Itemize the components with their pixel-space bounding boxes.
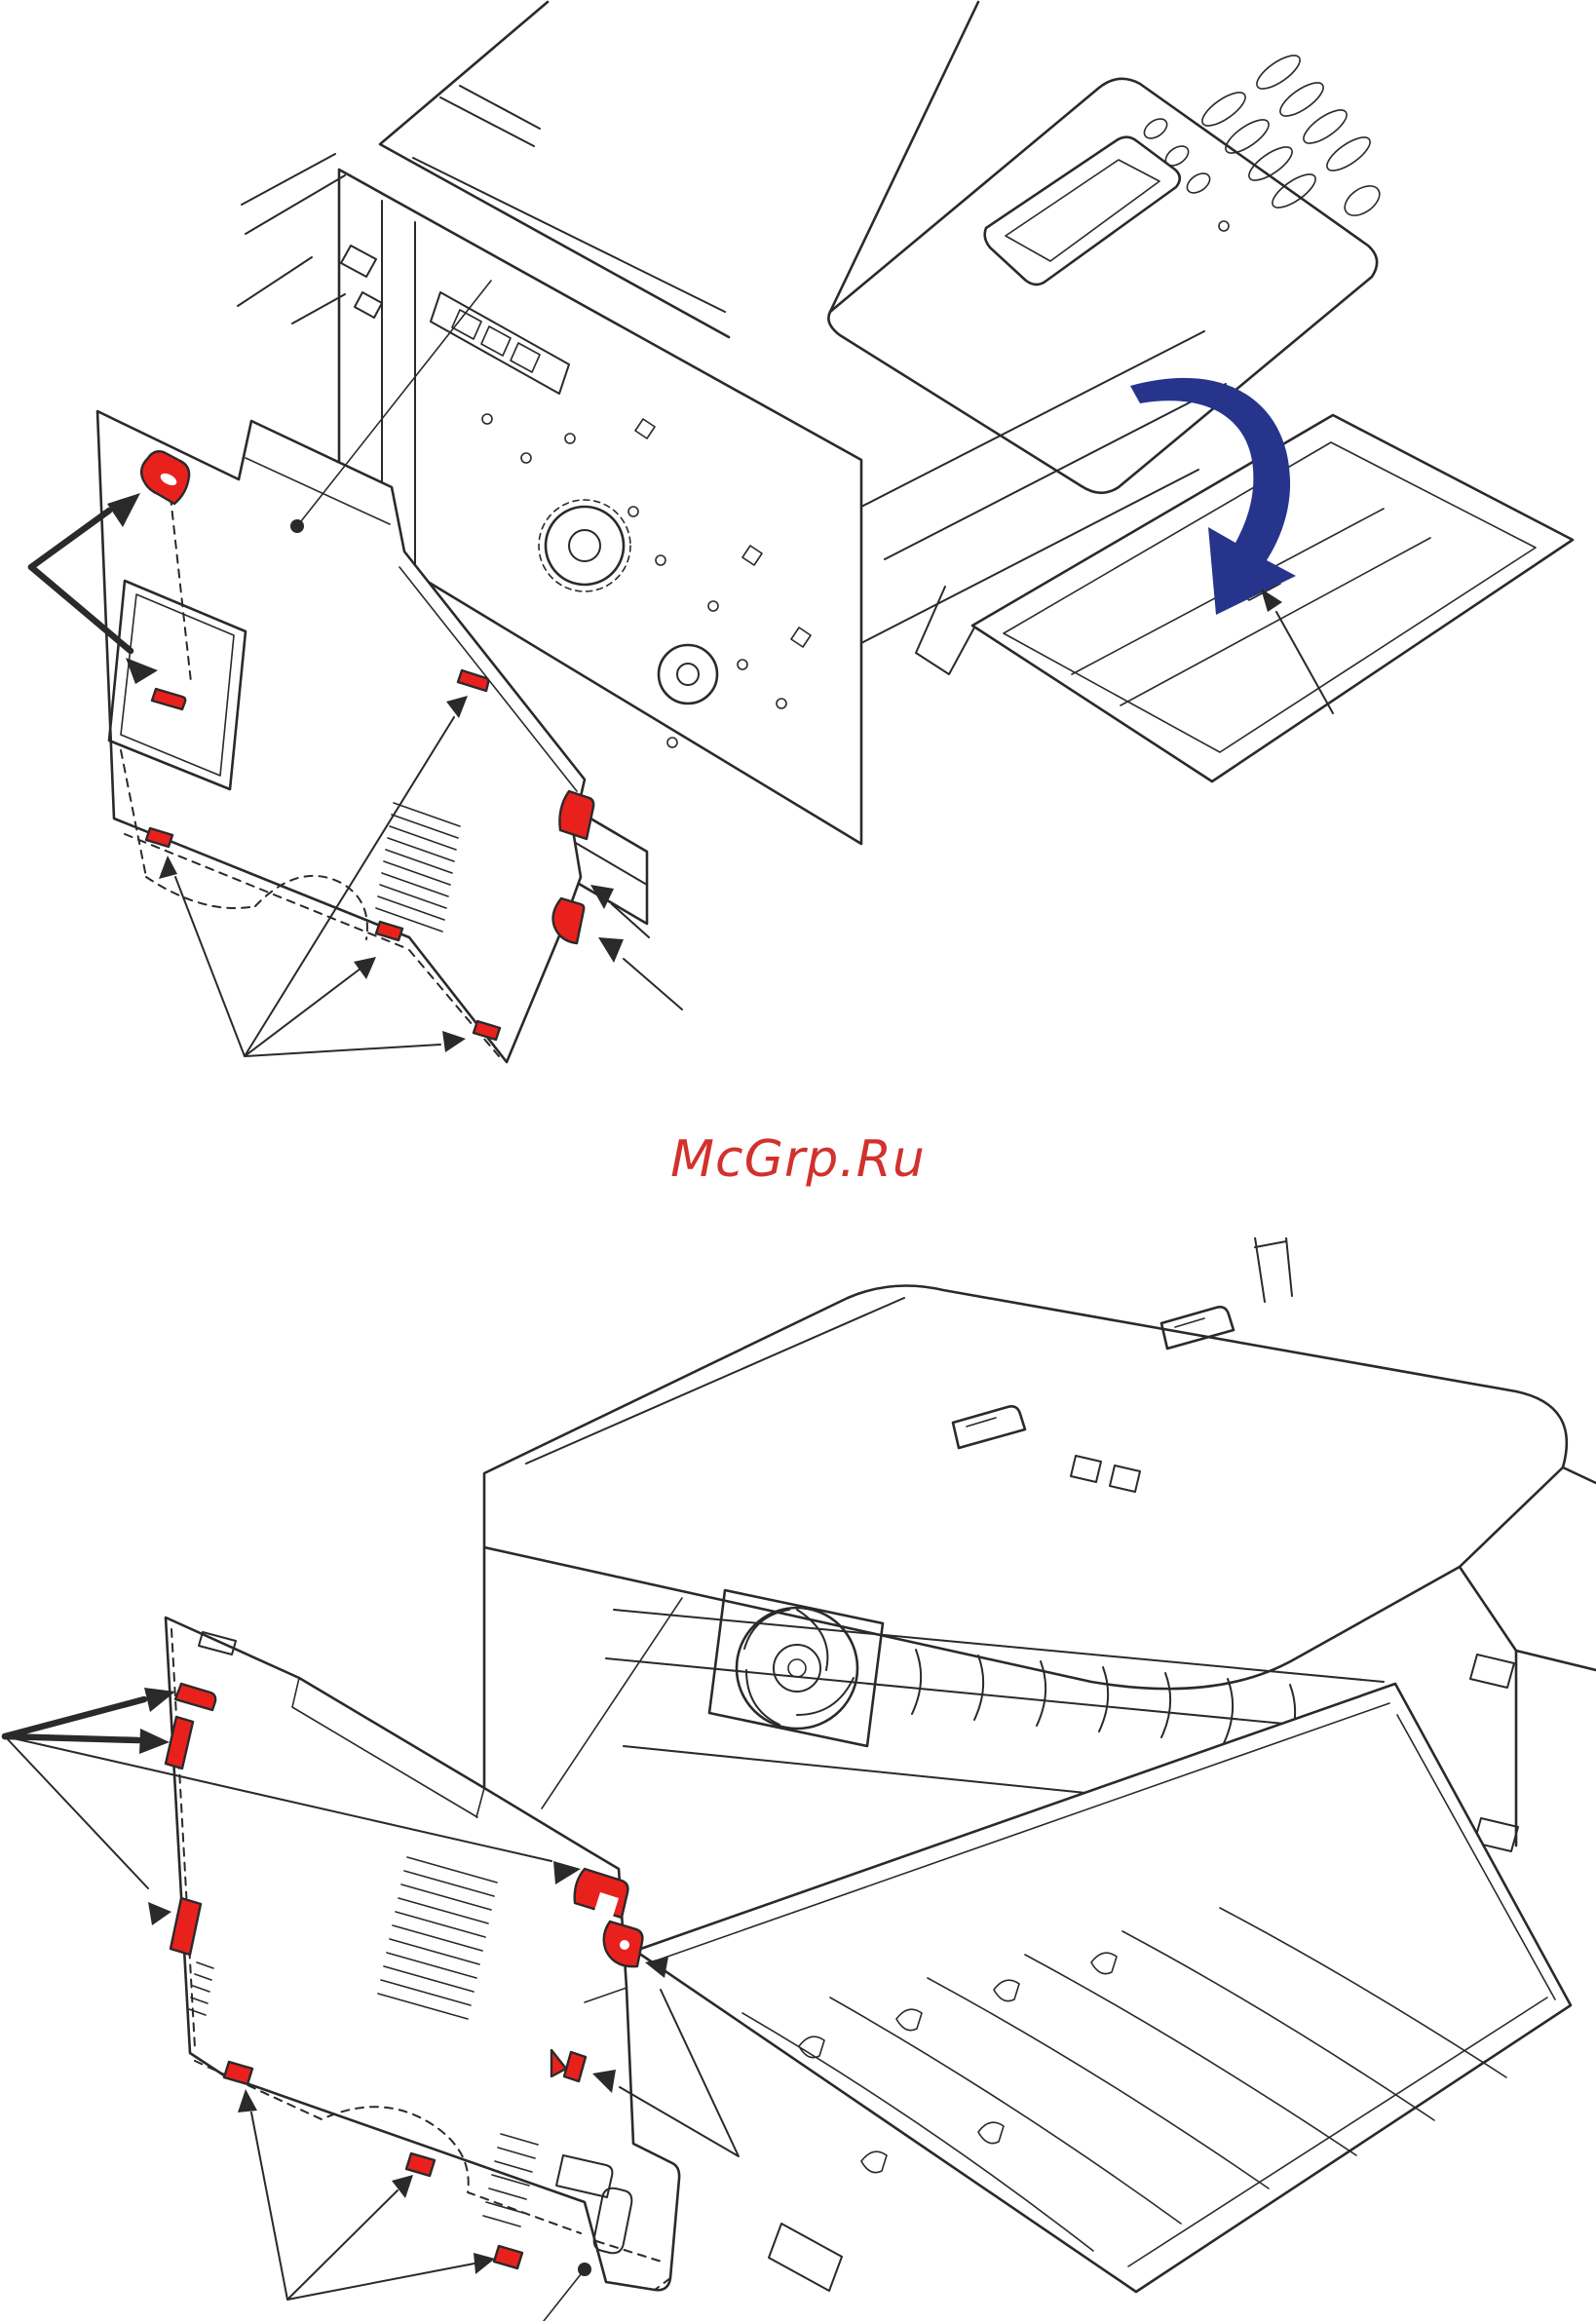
hook-highlight	[140, 450, 191, 506]
touchscreen	[983, 135, 1182, 286]
hook-highlight	[222, 2060, 254, 2086]
memory-dimm	[430, 291, 570, 395]
keypad	[1143, 55, 1381, 232]
watermark-text: McGrp.Ru	[670, 1130, 926, 1189]
gears	[538, 499, 719, 705]
cover-window	[107, 579, 247, 791]
hook-highlight	[164, 1715, 195, 1770]
hook-highlights-rear	[164, 1682, 644, 2270]
control-panel	[827, 55, 1381, 495]
hook-highlight	[173, 1682, 217, 1712]
hook-highlight	[550, 2048, 588, 2083]
rear-side-cover	[164, 1597, 683, 2321]
callout-arrows-front	[27, 493, 1334, 1057]
hook-highlight	[492, 2244, 524, 2270]
hook-highlight	[456, 668, 490, 693]
printer-rear-view	[482, 1237, 1596, 2294]
open-rear-cover	[633, 1682, 1573, 2294]
figure-rear-disassembly	[1, 1237, 1596, 2321]
hook-highlight	[472, 1019, 502, 1042]
hook-highlight	[573, 1867, 629, 1920]
cover-vents	[375, 802, 461, 932]
hook-highlight	[558, 789, 595, 841]
cover-handle	[555, 2154, 633, 2255]
fuser-guides	[911, 1649, 1297, 1750]
left-side-cover	[95, 280, 587, 1064]
close-cover-rotate-arrow	[1130, 377, 1296, 615]
hinge-latch	[1159, 1306, 1235, 1351]
hinge-latch	[951, 1405, 1027, 1450]
hook-highlights-front	[140, 450, 595, 1042]
hook-highlight	[150, 687, 187, 711]
frame-holes	[481, 413, 812, 748]
hook-highlight	[404, 2151, 437, 2178]
hinge-riser	[1254, 1237, 1293, 1303]
hook-highlight	[144, 826, 174, 849]
hook-highlight	[169, 1896, 203, 1957]
cover-louvers	[188, 1856, 539, 2227]
hook-highlight	[551, 896, 586, 945]
hook-highlight	[374, 920, 404, 942]
callout-arrows-rear	[1, 1688, 740, 2301]
hook-highlight	[602, 1920, 644, 1968]
figure-front-disassembly	[27, 0, 1575, 1064]
cooling-fan	[707, 1588, 885, 1748]
